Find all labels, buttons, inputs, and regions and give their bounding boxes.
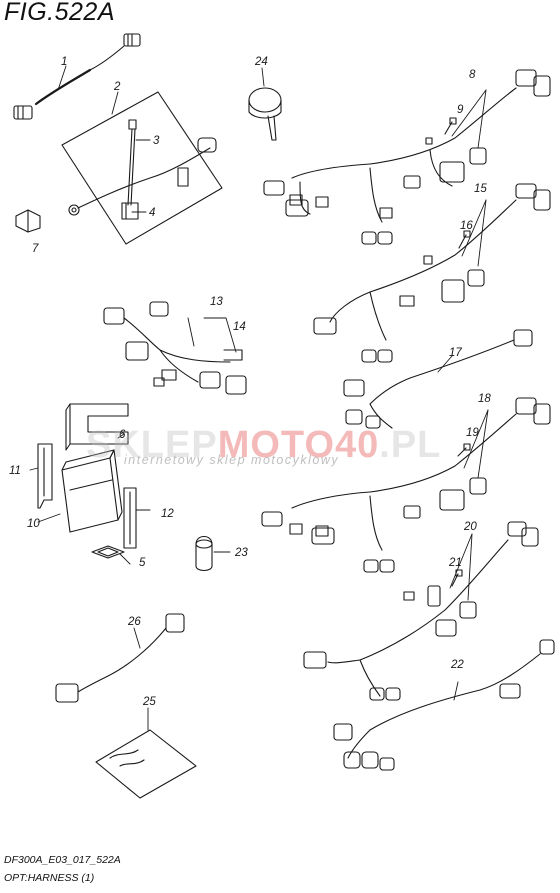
callout-19: 19 [466, 427, 479, 439]
part-1-harness[interactable] [13, 33, 141, 120]
figure-code: DF300A_E03_017_522A [4, 854, 121, 866]
callout-7: 7 [32, 243, 39, 255]
part-8-harness[interactable] [263, 69, 551, 245]
part-20-harness[interactable] [303, 521, 539, 701]
callout-24: 24 [254, 56, 268, 68]
part-23-cap[interactable] [195, 535, 213, 572]
callout-25: 25 [142, 696, 156, 708]
callout-23: 23 [234, 547, 248, 559]
watermark-logo: SKLEPMOTO40.PL [86, 424, 441, 467]
part-17-harness[interactable] [343, 329, 533, 429]
part-22-harness[interactable] [333, 639, 555, 771]
figure-name: OPT:HARNESS (1) [4, 872, 95, 884]
callout-11: 11 [9, 465, 21, 477]
callout-17: 17 [449, 347, 462, 359]
part-7-cap[interactable] [15, 209, 41, 233]
part-3-cable-tie[interactable] [127, 119, 137, 206]
callout-21: 21 [448, 557, 462, 569]
part-12-bracket[interactable] [123, 487, 137, 549]
part-14-clamp[interactable] [223, 349, 243, 361]
callout-26: 26 [127, 616, 141, 628]
callout-22: 22 [450, 659, 464, 671]
part-16-bolt[interactable] [458, 230, 471, 249]
ground-wire[interactable] [68, 137, 217, 216]
callout-13: 13 [210, 296, 223, 308]
part-5-seal[interactable] [91, 545, 125, 559]
part-10-ecu[interactable] [61, 449, 123, 533]
watermark-part3: .PL [379, 424, 442, 466]
part-11-bracket[interactable] [37, 443, 53, 509]
figure-title: FIG.522A [4, 0, 115, 26]
callouts: 1 2 3 4 5 6 7 8 9 10 11 12 13 14 15 16 1… [9, 56, 491, 708]
callout-3: 3 [153, 135, 160, 147]
part-25-bag[interactable] [95, 729, 197, 799]
part-4-clip[interactable] [121, 202, 139, 220]
watermark-tagline: internetowy sklep motocyklowy [124, 453, 340, 467]
watermark-part1: SKLEP [86, 424, 218, 466]
callout-10: 10 [27, 518, 40, 530]
callout-15: 15 [474, 183, 487, 195]
part-21-bolt[interactable] [451, 569, 463, 587]
part-19-bolt[interactable] [457, 443, 471, 457]
part-2-kit-box [61, 91, 223, 245]
callout-8: 8 [469, 69, 476, 81]
leader-lines [29, 65, 489, 731]
part-6-bracket[interactable] [65, 403, 129, 451]
callout-12: 12 [161, 508, 174, 520]
callout-9: 9 [457, 104, 464, 116]
callout-20: 20 [463, 521, 477, 533]
part-9-bolt[interactable] [444, 117, 457, 135]
callout-4: 4 [149, 207, 155, 219]
part-15-harness[interactable] [313, 183, 551, 363]
part-18-harness[interactable] [261, 397, 551, 573]
callout-2: 2 [113, 81, 121, 93]
part-26-harness[interactable] [55, 613, 185, 703]
callout-16: 16 [460, 220, 473, 232]
callout-14: 14 [233, 321, 246, 333]
callout-5: 5 [139, 557, 146, 569]
callout-18: 18 [478, 393, 491, 405]
callout-1: 1 [61, 56, 67, 68]
callout-6: 6 [119, 429, 126, 441]
watermark-part2: MOTO40 [217, 424, 380, 466]
part-24-boot[interactable] [248, 87, 282, 141]
part-13-harness[interactable] [103, 301, 247, 395]
